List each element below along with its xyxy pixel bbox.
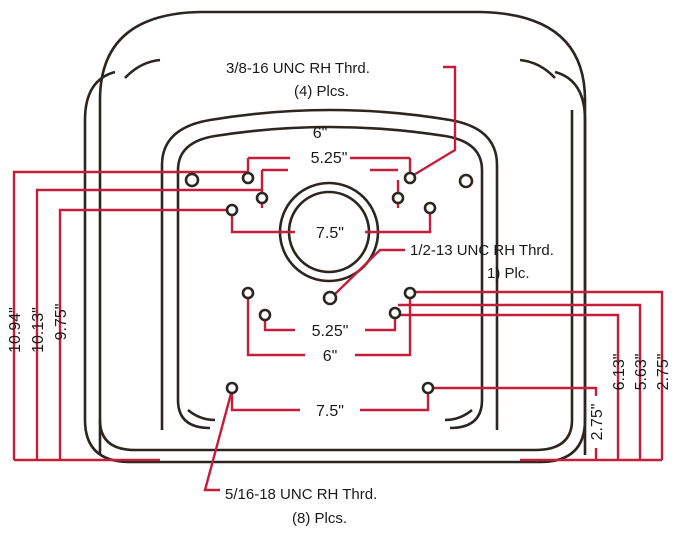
top-thread-label: 3/8-16 UNC RH Thrd. [226,60,370,77]
mounting-plate-inner [176,125,484,430]
dimension-lines [12,65,664,492]
dim-right-2: 5.63" [633,354,650,391]
dim-right-1: 6.13" [611,354,628,391]
mid-count-label: 1) Plc. [487,265,530,282]
dim-top-inner: 5.25" [311,150,348,167]
mounting-plate-outline [160,108,499,430]
dim-low-outer: 6" [323,348,338,365]
outer-housing-outline [98,10,587,455]
dim-left-2: 10.13" [30,307,47,353]
plate-notch-right [444,408,473,422]
dim-top-outer: 6" [313,125,328,142]
mounting-holes [184,171,474,395]
dim-top-wide: 7.5" [316,225,344,242]
dim-left-1: 10.94" [7,307,24,353]
dim-right-small: 2.75" [589,404,606,441]
plate-notch-left [187,408,216,422]
dim-low-wide: 7.5" [316,403,344,420]
top-count-label: (4) Plcs. [294,83,349,100]
basin-outline-outer [83,70,587,464]
dim-low-inner: 5.25" [312,323,349,340]
dim-left-3: 9.75" [53,304,70,341]
corner-notch-right [519,58,556,79]
bottom-thread-label: 5/16-18 UNC RH Thrd. [225,486,377,503]
basin-outline-inner [98,110,574,452]
mid-thread-label: 1/2-13 UNC RH Thrd. [410,242,554,259]
corner-notch-left [124,58,161,79]
bottom-count-label: (8) Plcs. [292,510,347,527]
dim-right-3: 2.75" [655,354,672,391]
